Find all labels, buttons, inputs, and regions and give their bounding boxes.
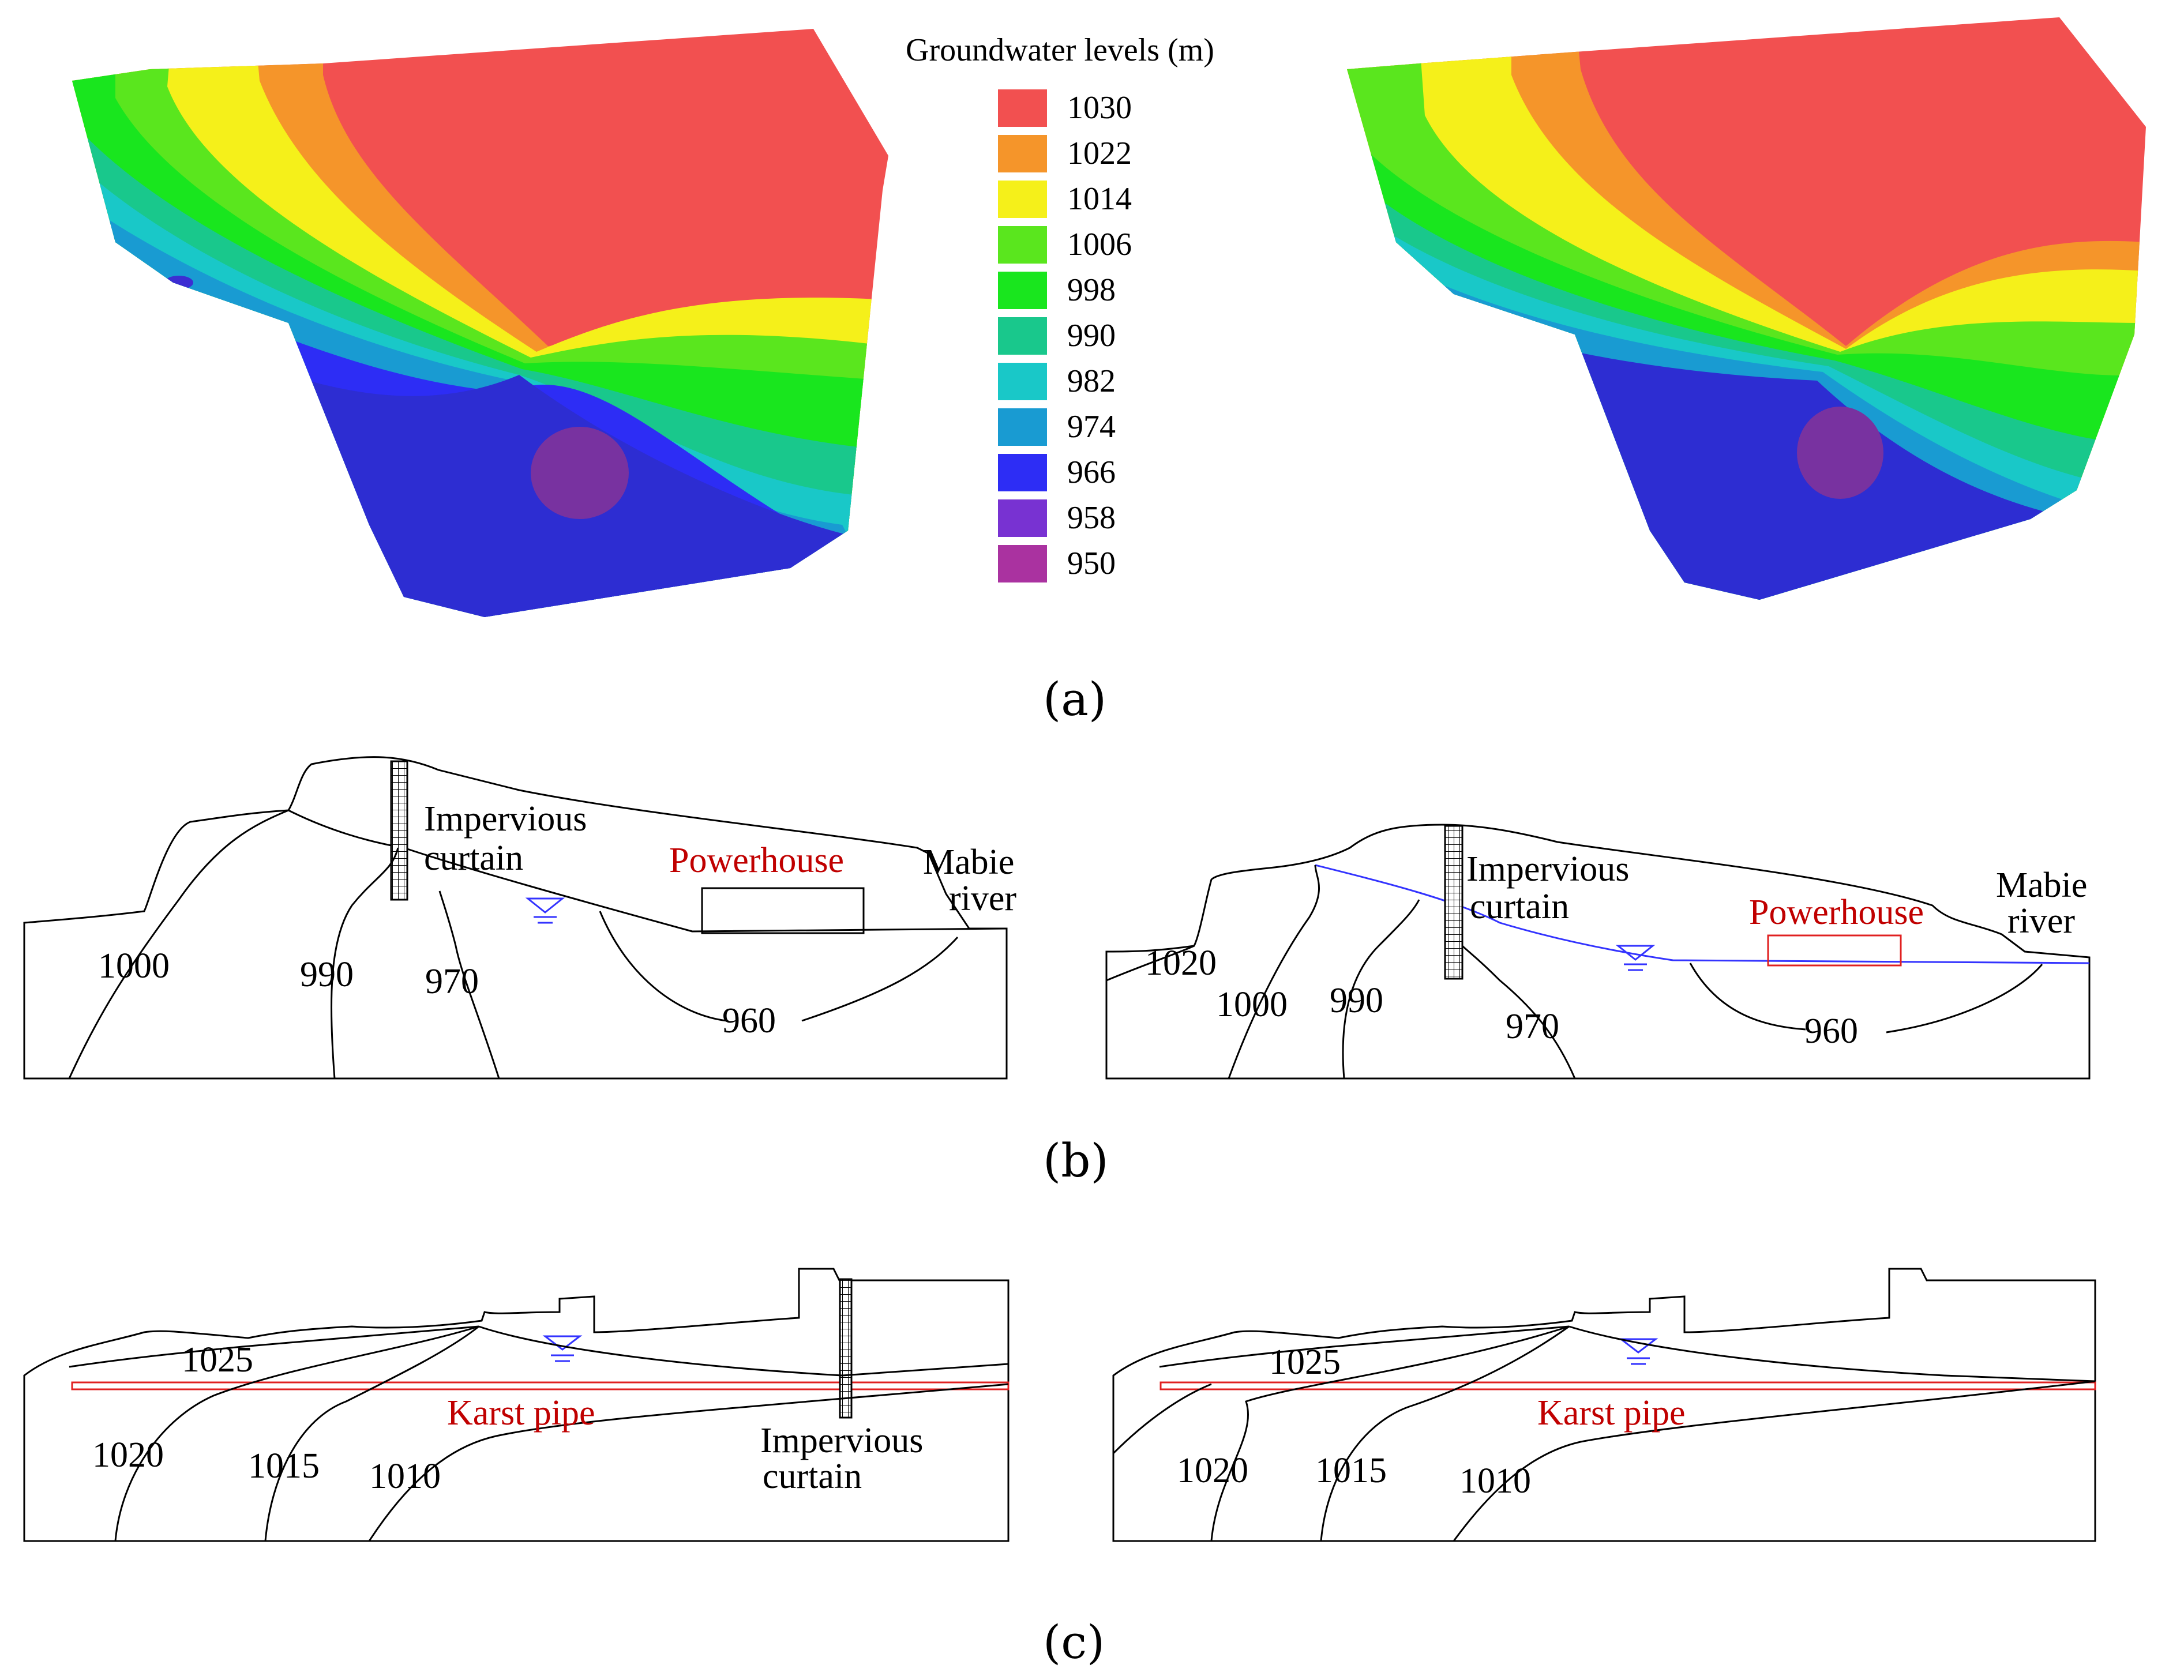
curtain-label-c-2: curtain (763, 1457, 862, 1496)
contour-label: 990 (300, 955, 354, 994)
caption-a: (a) (1043, 672, 1106, 726)
contour-label: 960 (722, 1001, 776, 1040)
water-level-symbol-c-left (542, 1335, 583, 1362)
section-b-left-outline (23, 756, 1008, 1080)
legend-swatch (998, 454, 1047, 491)
water-level-symbol-right (1615, 945, 1656, 971)
legend-value: 990 (1067, 318, 1116, 354)
contour-label: 1025 (182, 1340, 253, 1380)
caption-c: (c) (1043, 1615, 1105, 1669)
legend-value: 974 (1067, 409, 1116, 445)
legend-swatch (998, 317, 1047, 355)
contour-label: 1015 (248, 1446, 320, 1486)
contour-label: 970 (1506, 1007, 1559, 1046)
contour-label: 1020 (92, 1435, 164, 1475)
groundwater-map-natural (72, 29, 888, 617)
legend-value: 958 (1067, 500, 1116, 536)
impervious-curtain-c (839, 1278, 853, 1419)
legend-value: 1022 (1067, 136, 1132, 171)
powerhouse-label-b-left: Powerhouse (669, 841, 844, 880)
legend-title: Groundwater levels (m) (906, 32, 1214, 68)
contour-label: 1010 (1459, 1461, 1531, 1501)
curtain-label-b-right-1: Impervious (1466, 850, 1629, 889)
impervious-curtain-left (390, 760, 408, 901)
powerhouse-label-b-right: Powerhouse (1749, 893, 1924, 932)
section-b-right: Impervious curtain Powerhouse Mabie rive… (1105, 824, 2091, 1080)
contour-label: 1020 (1177, 1451, 1248, 1490)
legend-value: 1006 (1067, 227, 1132, 262)
section-b-left: Impervious curtain Powerhouse Mabie rive… (23, 756, 1016, 1080)
section-b-right-watertable (1315, 864, 2090, 964)
karst-label-c-left: Karst pipe (447, 1393, 595, 1433)
section-c-right-outline (1112, 1268, 2096, 1542)
contour-label: 1025 (1269, 1343, 1341, 1382)
legend-swatch (998, 135, 1047, 172)
legend-value: 998 (1067, 272, 1116, 308)
contour-label: 970 (425, 962, 479, 1001)
section-c-right: 1025 1020 1015 1010 Karst pipe (1112, 1268, 2096, 1542)
contour-label: 1020 (1145, 944, 1217, 983)
contour-label: 1015 (1315, 1451, 1387, 1490)
contour-label: 1000 (98, 946, 170, 986)
karst-pipe-left (71, 1381, 1010, 1390)
contour-label: 960 (1804, 1012, 1858, 1051)
legend-swatch (998, 363, 1047, 400)
water-level-symbol-c-right (1618, 1338, 1658, 1365)
legend-swatch (998, 226, 1047, 264)
legend-swatch (998, 545, 1047, 582)
contour-label: 990 (1330, 981, 1383, 1020)
curtain-label-c-1: Impervious (760, 1421, 923, 1460)
river-label-b-left-1: Mabie (923, 843, 1014, 882)
powerhouse-box-left (701, 887, 865, 934)
legend: Groundwater levels (m) 1030 1022 1014 1006 9… (906, 32, 1214, 582)
legend-value: 1030 (1067, 90, 1132, 126)
river-label-b-right-1: Mabie (1996, 866, 2087, 905)
curtain-label-b-left-1: Impervious (424, 799, 587, 839)
legend-swatch (998, 499, 1047, 537)
legend-swatch (998, 272, 1047, 309)
legend-value: 966 (1067, 454, 1116, 490)
legend-swatch (998, 181, 1047, 218)
caption-b: (b) (1043, 1134, 1109, 1187)
water-level-symbol-left (525, 897, 565, 924)
legend-value: 950 (1067, 546, 1116, 581)
curtain-label-b-left-2: curtain (424, 839, 523, 878)
powerhouse-box-right (1767, 934, 1902, 967)
karst-pipe-right (1159, 1381, 2096, 1390)
impervious-curtain-right (1444, 825, 1463, 980)
section-c-left: 1025 1020 1015 1010 Karst pipe Imperviou… (23, 1268, 1010, 1542)
curtain-label-b-right-2: curtain (1470, 887, 1569, 926)
legend-swatch (998, 89, 1047, 127)
legend-swatch (998, 408, 1047, 446)
groundwater-map-with-curtain (1347, 17, 2146, 600)
section-c-left-outline (23, 1268, 1010, 1542)
contour-label: 1010 (369, 1457, 441, 1496)
section-b-right-outline (1105, 824, 2091, 1080)
river-label-b-right-2: river (2007, 901, 2075, 941)
legend-value: 982 (1067, 363, 1116, 399)
contour-label: 1000 (1216, 985, 1288, 1024)
karst-label-c-right: Karst pipe (1537, 1393, 1686, 1433)
river-label-b-left-2: river (949, 879, 1016, 918)
legend-value: 1014 (1067, 181, 1132, 217)
section-b-left-watertable (288, 809, 1007, 933)
